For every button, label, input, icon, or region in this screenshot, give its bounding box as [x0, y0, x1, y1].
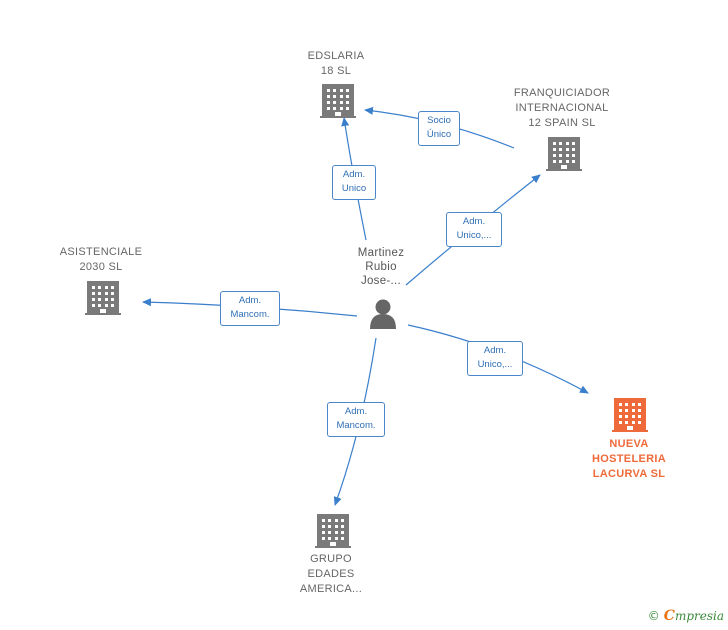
copyright-symbol: ©	[647, 609, 660, 623]
edge-label-asistenciale-adm[interactable]: Adm. Mancom.	[220, 291, 280, 326]
node-label-asistenciale[interactable]: ASISTENCIALE 2030 SL	[59, 246, 143, 273]
building-icon[interactable]	[612, 398, 648, 432]
brand-initial: C	[663, 608, 675, 624]
edge-label-grupo-adm[interactable]: Adm. Mancom.	[327, 402, 385, 437]
edge-label-edslaria-adm[interactable]: Adm. Unico	[332, 165, 376, 200]
empresia-logo: ©Cmpresia	[648, 608, 724, 624]
node-label-edslaria[interactable]: EDSLARIA 18 SL	[307, 50, 365, 77]
edge-label-nueva-adm[interactable]: Adm. Unico,...	[467, 341, 523, 376]
edge-label-franquiciador-adm[interactable]: Adm. Unico,...	[446, 212, 502, 247]
person-icon[interactable]	[370, 299, 396, 330]
node-label-franquiciador[interactable]: FRANQUICIADOR INTERNACIONAL 12 SPAIN SL	[513, 87, 611, 129]
building-icon[interactable]	[85, 281, 121, 315]
brand-name: mpresia	[674, 609, 724, 623]
node-label-nueva-hosteleria[interactable]: NUEVA HOSTELERIA LACURVA SL	[592, 438, 666, 480]
node-label-grupo-edades[interactable]: GRUPO EDADES AMERICA...	[299, 553, 363, 595]
edge-label-franquiciador-socio[interactable]: Socio Único	[418, 111, 460, 146]
building-icon[interactable]	[320, 84, 356, 118]
node-label-center-person[interactable]: Martinez Rubio Jose-...	[357, 247, 405, 287]
building-icon[interactable]	[315, 514, 351, 548]
building-icon[interactable]	[546, 137, 582, 171]
